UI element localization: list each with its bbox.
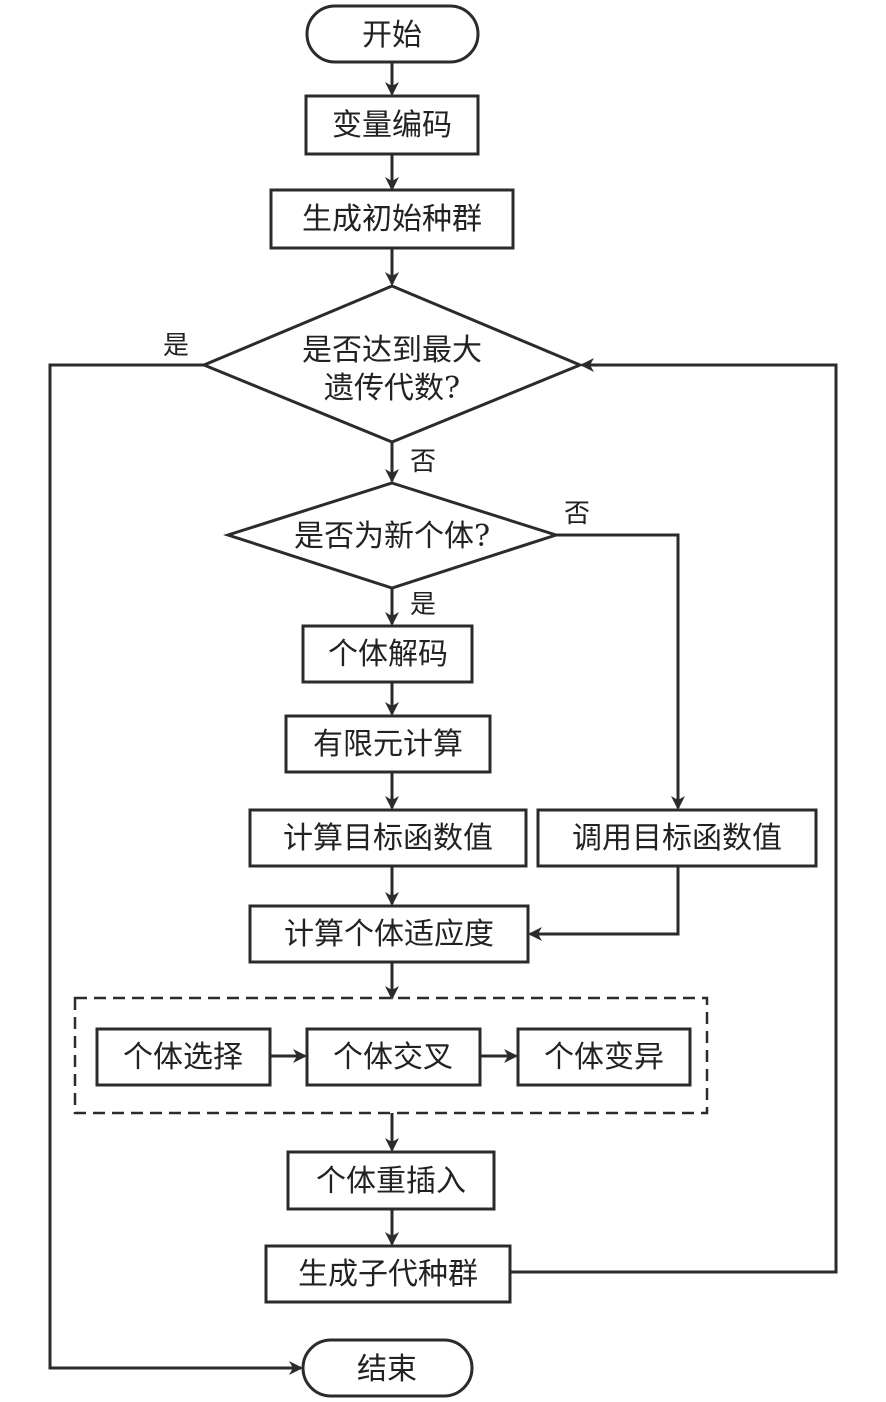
max-generation-decision — [200, 284, 584, 444]
edges — [48, 62, 838, 1375]
init-population-label: 生成初始种群 — [302, 202, 482, 237]
max-generation-yes-label: 是 — [163, 331, 189, 361]
encode-box — [304, 94, 480, 156]
end-terminal — [301, 1338, 474, 1398]
edge-labels: 是 否 否 是 — [163, 331, 590, 620]
init-population-box — [269, 188, 515, 250]
crossover-box — [305, 1027, 482, 1087]
mutation-box — [516, 1027, 692, 1087]
offspring-box — [264, 1244, 512, 1304]
max-generation-label-line1: 是否达到最大 — [302, 333, 482, 368]
edge-callobj-to-fitness — [528, 866, 680, 941]
nodes: 开始 变量编码 生成初始种群 是否达到最大 遗传代数? 是否为新个体? 个体解码… — [95, 4, 818, 1398]
fem-box — [284, 714, 492, 774]
calc-objective-box — [248, 808, 528, 868]
reinsert-label: 个体重插入 — [316, 1164, 466, 1199]
calc-objective-label: 计算目标函数值 — [283, 821, 493, 856]
offspring-label: 生成子代种群 — [298, 1257, 478, 1292]
decode-box — [301, 624, 474, 684]
new-individual-decision — [223, 481, 561, 590]
new-individual-yes-label: 是 — [410, 590, 436, 620]
crossover-label: 个体交叉 — [333, 1040, 453, 1075]
max-generation-label-line2: 遗传代数? — [324, 371, 460, 406]
decode-label: 个体解码 — [328, 637, 448, 672]
selection-box — [95, 1027, 272, 1087]
fitness-box — [248, 904, 530, 964]
selection-label: 个体选择 — [123, 1040, 243, 1075]
start-label: 开始 — [362, 18, 422, 53]
encode-label: 变量编码 — [332, 108, 452, 143]
fitness-label: 计算个体适应度 — [284, 917, 494, 952]
edge-offspring-loop-back — [510, 358, 838, 1274]
max-generation-no-label: 否 — [410, 447, 436, 477]
edge-newind-no-to-callobj — [556, 533, 685, 810]
end-label: 结束 — [357, 1352, 417, 1387]
new-individual-no-label: 否 — [564, 499, 590, 529]
start-terminal — [305, 4, 480, 64]
genetic-operators-group — [73, 996, 709, 1115]
new-individual-label: 是否为新个体? — [294, 519, 490, 554]
mutation-label: 个体变异 — [544, 1040, 664, 1075]
fem-label: 有限元计算 — [313, 727, 463, 762]
call-objective-box — [536, 808, 818, 868]
edge-maxgen-yes-to-end — [48, 363, 303, 1375]
reinsert-box — [286, 1150, 496, 1211]
call-objective-label: 调用目标函数值 — [572, 821, 782, 856]
